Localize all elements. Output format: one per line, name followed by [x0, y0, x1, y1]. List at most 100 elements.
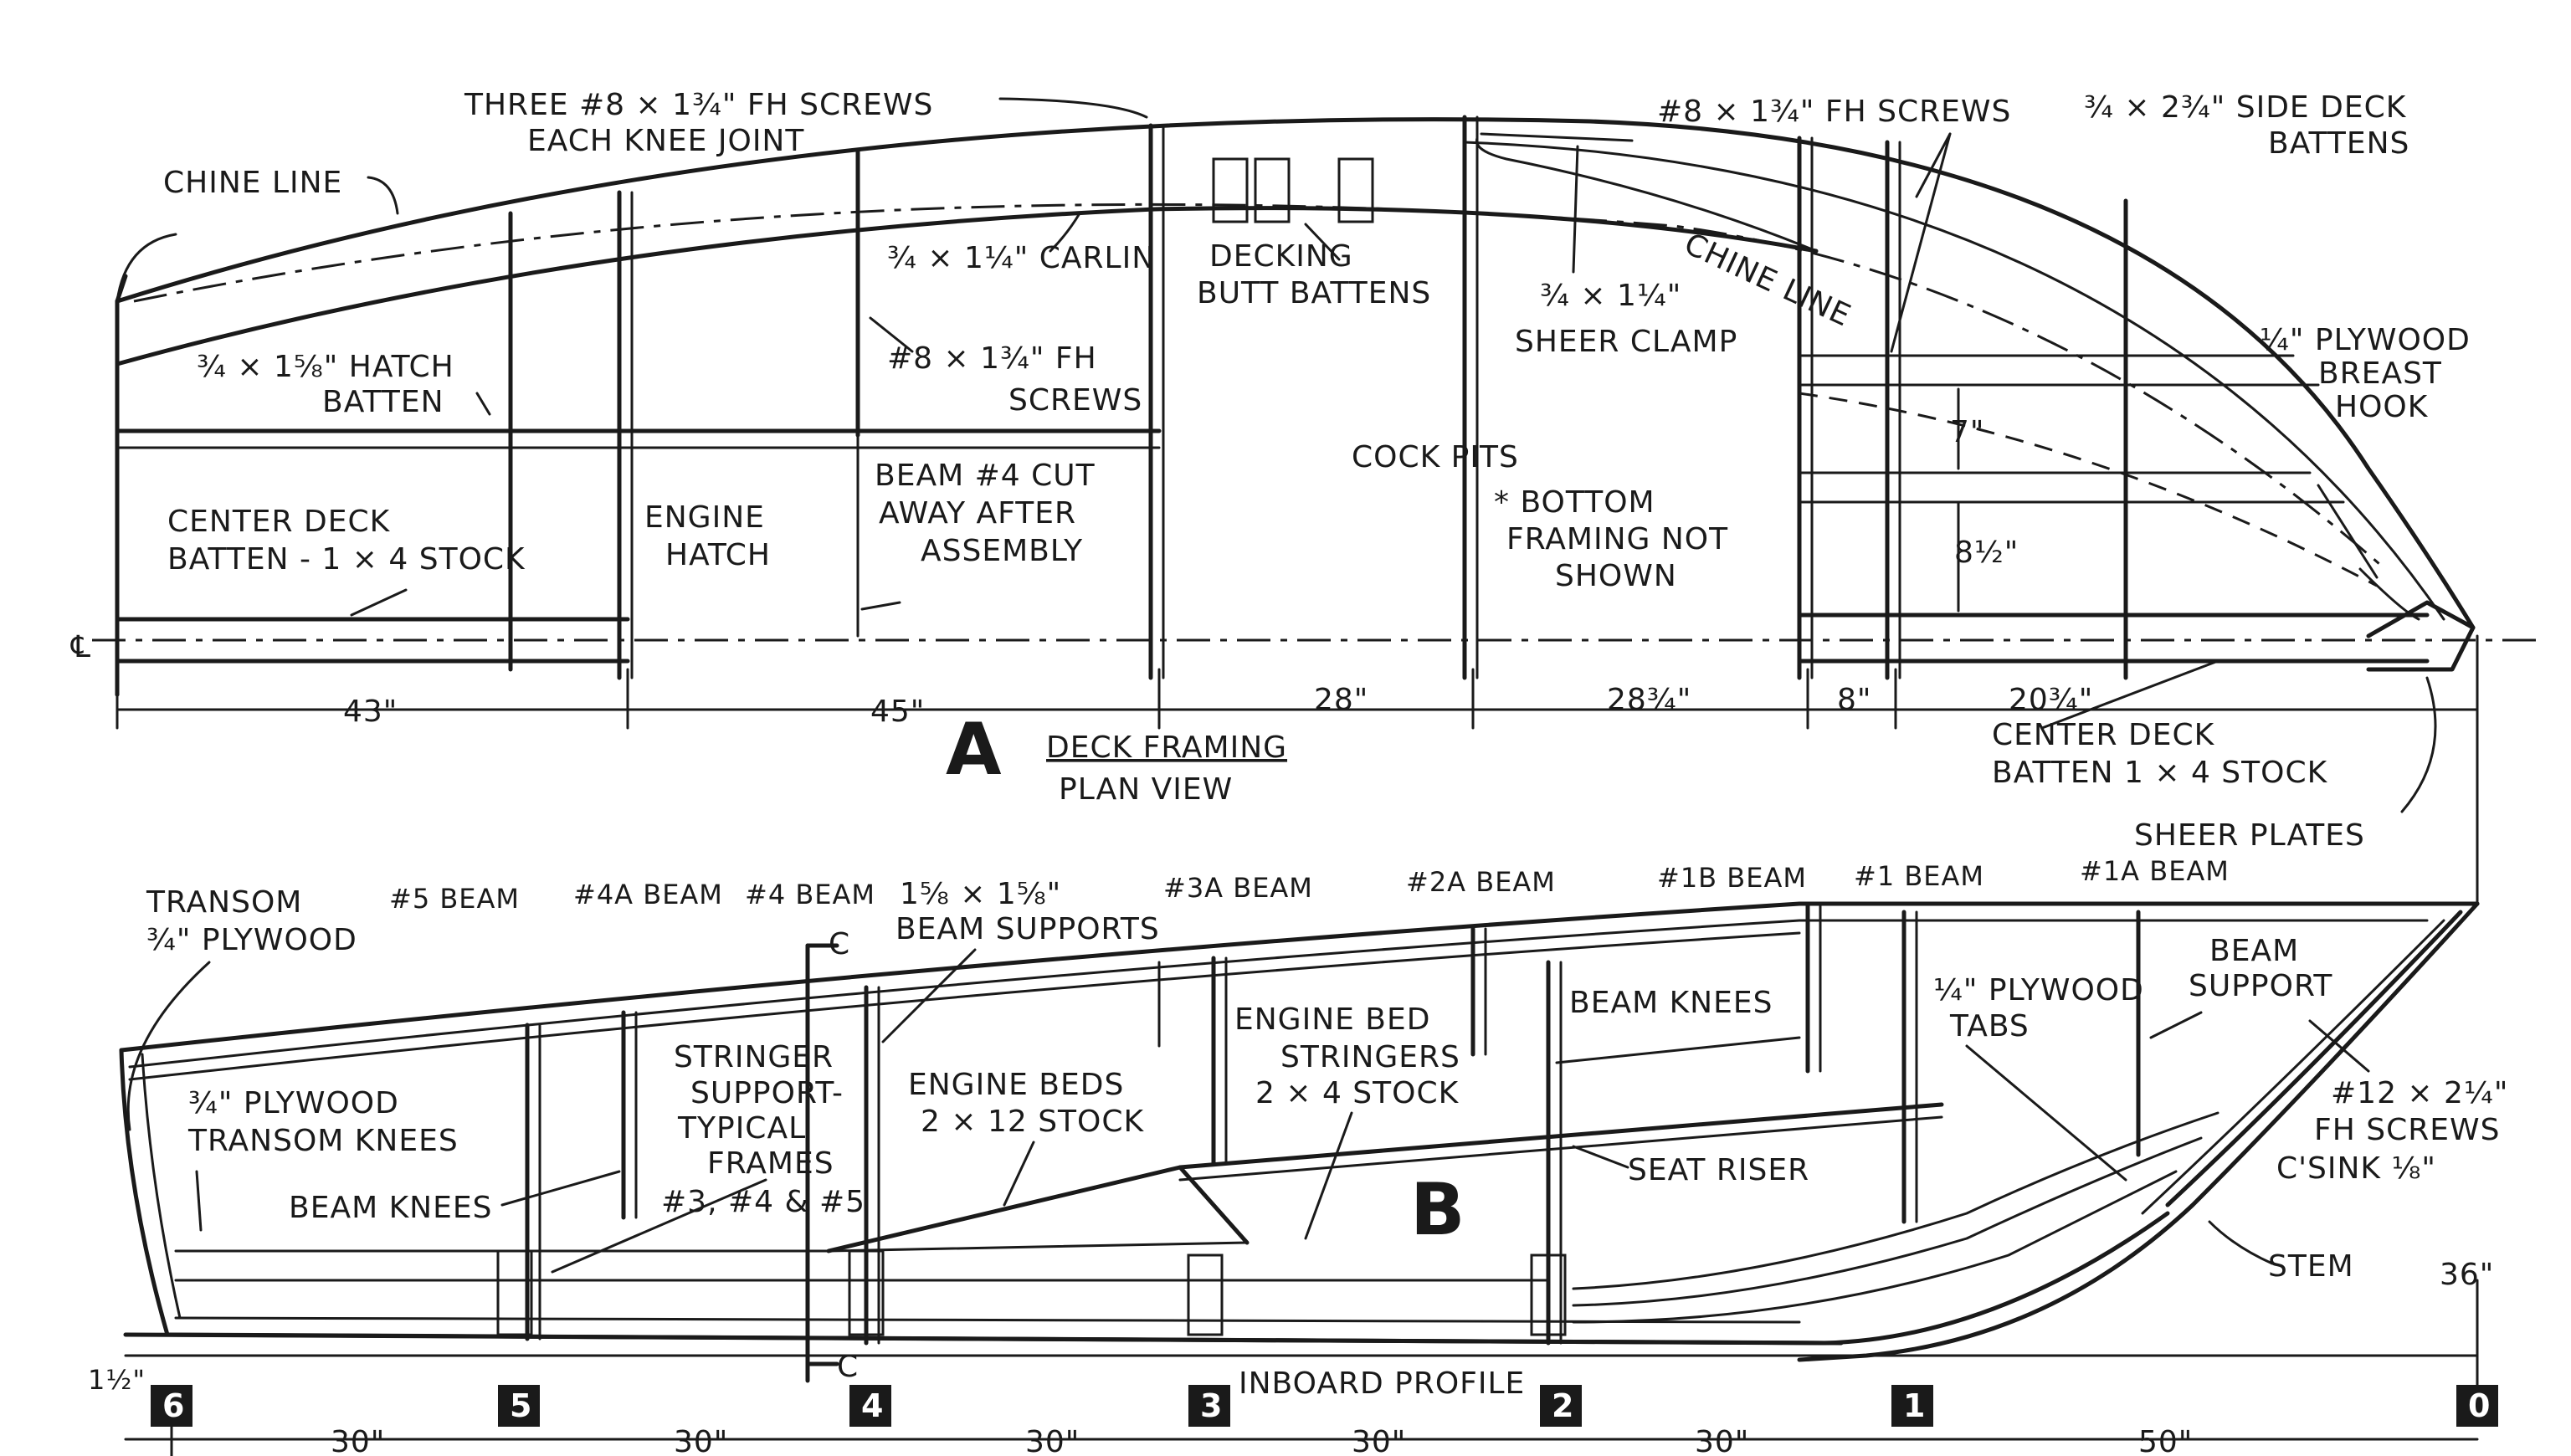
transom-label-2: ¾" PLYWOOD [146, 923, 357, 957]
stem-label: STEM [2268, 1249, 2354, 1284]
stringer-label-2: SUPPORT- [690, 1076, 844, 1110]
plan-view: THREE #8 × 1¾" FH SCREWS EACH KNEE JOINT… [70, 88, 2544, 905]
hatch-batten-label-2: BATTEN [322, 385, 444, 419]
side-deck-label-1: ¾ × 2¾" SIDE DECK [2084, 90, 2407, 125]
profile-view: TRANSOM ¾" PLYWOOD #5 BEAM #4A BEAM #4 B… [88, 855, 2507, 1456]
sheer-clamp-label-1: ¾ × 1¼" [1540, 279, 1681, 313]
screws-12-label-2: FH SCREWS [2314, 1113, 2500, 1147]
beam-4a-label: #4A BEAM [573, 879, 723, 910]
beam4-label-3: ASSEMBLY [921, 534, 1083, 568]
beam4-label-1: BEAM #4 CUT [875, 459, 1096, 493]
center-deck-right-label-2: BATTEN 1 × 4 STOCK [1992, 756, 2328, 790]
beam4-label-2: AWAY AFTER [879, 496, 1076, 531]
plywood-tabs-label-1: ¼" PLYWOOD [1933, 973, 2144, 1007]
sheer-clamp-label-2: SHEER CLAMP [1515, 325, 1737, 359]
beam-knees-left-label: BEAM KNEES [289, 1191, 492, 1225]
dim-1half-label: 1½" [88, 1364, 146, 1396]
engine-hatch-label-1: ENGINE [644, 500, 765, 535]
section-letter-b: B [1410, 1168, 1465, 1252]
dim-28: 28" [1314, 683, 1368, 717]
three-screws-label-2: EACH KNEE JOINT [527, 124, 804, 158]
carlin-label: ¾ × 1¼" CARLIN [887, 241, 1155, 275]
center-deck-label-1: CENTER DECK [167, 505, 391, 539]
hatch-batten-label-1: ¾ × 1⅝" HATCH [197, 350, 454, 384]
engine-beds-label-1: ENGINE BEDS [908, 1068, 1124, 1102]
station-box-2 [1540, 1385, 1582, 1427]
spacing-6-5: 30" [331, 1425, 385, 1456]
beam-1a-label: #1A BEAM [2080, 855, 2230, 887]
cockpits-label: COCK PITS [1352, 440, 1519, 474]
spacing-4-3: 30" [1025, 1425, 1080, 1456]
engine-beds-label-2: 2 × 12 STOCK [921, 1105, 1145, 1139]
transom-label-1: TRANSOM [146, 885, 302, 920]
three-screws-label-1: THREE #8 × 1¾" FH SCREWS [464, 88, 933, 122]
station-box-0 [2456, 1385, 2498, 1427]
spacing-5-4: 30" [674, 1425, 728, 1456]
dim-20-3-4: 20¾" [2009, 683, 2093, 717]
sheer-plates-label: SHEER PLATES [2134, 818, 2365, 853]
profile-bottom [165, 1211, 2170, 1346]
side-deck-label-2: BATTENS [2268, 126, 2409, 161]
profile-title: INBOARD PROFILE [1239, 1366, 1525, 1401]
svg-text:6: 6 [162, 1387, 184, 1424]
seat-riser-label: SEAT RISER [1628, 1153, 1809, 1187]
engine-bed-stringers-label-1: ENGINE BED [1234, 1002, 1430, 1037]
beam-knees-right-label: BEAM KNEES [1569, 986, 1773, 1020]
dim-43: 43" [343, 695, 398, 729]
spacing-2-1: 30" [1695, 1425, 1749, 1456]
chine-line-dashed [133, 203, 2386, 571]
stringer-label-5: #3, #4 & #5 [661, 1185, 865, 1219]
dim-7-label: 7" [1950, 415, 1984, 449]
seat-riser-line [1178, 1102, 1944, 1170]
station-box-6 [151, 1385, 192, 1427]
profile-sheer [119, 901, 2480, 1053]
breast-hook [2366, 600, 2476, 672]
side-deck-batten [1463, 141, 2445, 621]
fh-screws-top-label: #8 × 1¾" FH SCREWS [1657, 95, 2011, 129]
beam-5-label: #5 BEAM [389, 883, 520, 915]
stringer-label-3: TYPICAL [677, 1111, 806, 1146]
screws-12-label-3: C'SINK ⅛" [2276, 1151, 2436, 1186]
beam-support-label-1: BEAM [2209, 934, 2299, 968]
plan-subtitle: PLAN VIEW [1059, 772, 1233, 807]
centerline-symbol: ℄ [70, 630, 91, 664]
breast-hook-label-2: BREAST [2318, 356, 2442, 391]
dim-8half-label: 8½" [1954, 536, 2019, 570]
beam-1-label: #1 BEAM [1854, 860, 1984, 892]
transom-knees-label-1: ¾" PLYWOOD [188, 1086, 399, 1120]
svg-text:4: 4 [861, 1387, 883, 1424]
bottom-label-3: SHOWN [1555, 559, 1677, 593]
fh-screws-mid-label-1: #8 × 1¾" FH [887, 341, 1097, 376]
dim-36-label: 36" [2440, 1258, 2494, 1292]
bottom-label-2: FRAMING NOT [1506, 522, 1728, 556]
breast-hook-label-1: ¼" PLYWOOD [2260, 323, 2471, 357]
dim-45: 45" [870, 695, 925, 729]
beam-3a-label: #3A BEAM [1163, 872, 1313, 904]
section-c-bottom: C [837, 1350, 859, 1384]
beam-2a-label: #2A BEAM [1406, 866, 1556, 898]
decking-label-2: BUTT BATTENS [1197, 276, 1431, 310]
stringer-label-1: STRINGER [674, 1040, 834, 1074]
spacing-1-0: 50" [2138, 1425, 2193, 1456]
plan-title: DECK FRAMING [1046, 731, 1287, 765]
station-box-3 [1188, 1385, 1230, 1427]
transom-knees-label-2: TRANSOM KNEES [187, 1124, 459, 1158]
svg-text:1: 1 [1903, 1387, 1925, 1424]
section-c-top: C [829, 927, 850, 961]
beam-support-label-2: SUPPORT [2189, 969, 2332, 1003]
station-markers: 6 5 4 3 2 1 0 [151, 1385, 2498, 1427]
center-deck-label-2: BATTEN - 1 × 4 STOCK [167, 542, 526, 577]
engine-hatch-label-2: HATCH [665, 538, 771, 572]
svg-text:0: 0 [2468, 1387, 2490, 1424]
svg-text:3: 3 [1200, 1387, 1222, 1424]
beam-supports-label-2: BEAM SUPPORTS [895, 912, 1160, 946]
beam-4-label: #4 BEAM [745, 879, 875, 910]
chine-line-label: CHINE LINE [163, 166, 342, 200]
svg-text:5: 5 [510, 1387, 531, 1424]
sheer-line [115, 117, 2476, 630]
station-spacing: 30" 30" 30" 30" 30" 50" [331, 1425, 2193, 1456]
chine-line-dashed-2 [1799, 392, 2378, 587]
breast-hook-label-3: HOOK [2335, 390, 2429, 424]
dim-28-3-4: 28¾" [1607, 683, 1691, 717]
